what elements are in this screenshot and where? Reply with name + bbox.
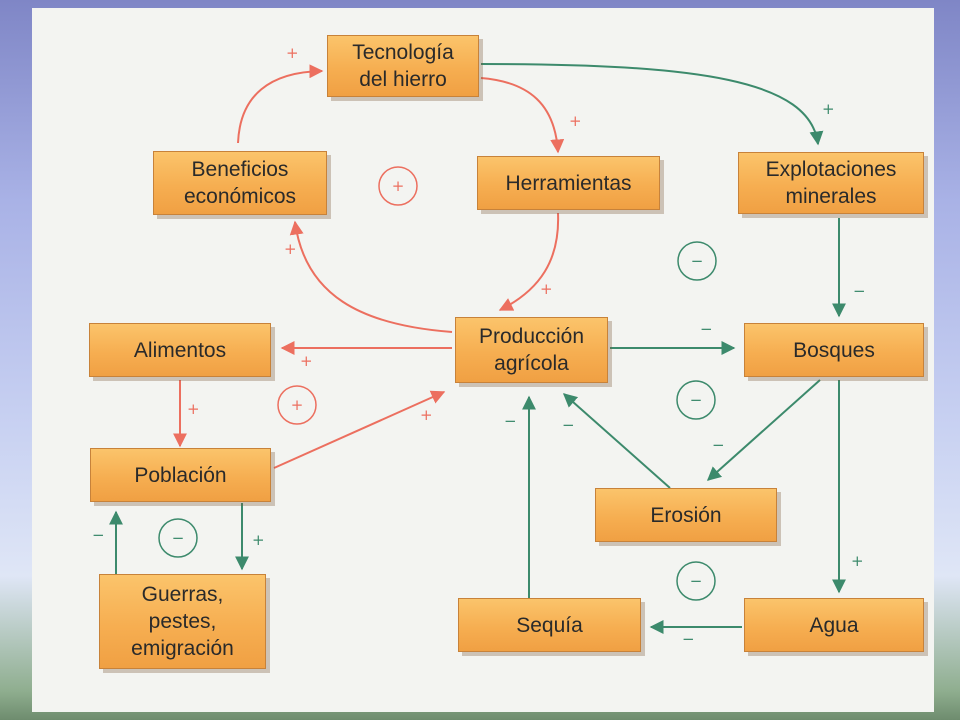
sign-produccion-beneficios: + [284, 240, 297, 258]
link-beneficios-tecnologia [237, 64, 324, 144]
link-herramientas-produccion [498, 212, 560, 311]
node-guerras-pestes-emigracion: Guerras, pestes, emigración [99, 574, 266, 669]
loop-population-sign: + [291, 396, 304, 414]
sign-herramientas-produccion: + [540, 280, 553, 298]
sign-guerras-poblacion: − [92, 526, 105, 544]
node-explotaciones-minerales: Explotaciones minerales [738, 152, 924, 214]
loop-water-sign: − [690, 572, 703, 590]
node-sequia: Sequía [458, 598, 641, 652]
loop-economic: + [378, 166, 418, 206]
node-erosion: Erosión [595, 488, 777, 542]
sign-explotaciones-bosques: − [853, 282, 866, 300]
sign-erosion-produccion: − [562, 416, 575, 434]
node-herramientas: Herramientas [477, 156, 660, 210]
node-bosques: Bosques [744, 323, 924, 377]
link-bosques-erosion [706, 379, 821, 481]
sign-poblacion-guerras: + [252, 531, 265, 549]
node-tecnologia-del-hierro: Tecnología del hierro [327, 35, 479, 97]
node-agua: Agua [744, 598, 924, 652]
loop-mining: − [677, 241, 717, 281]
loop-population: + [277, 385, 317, 425]
sign-bosques-erosion: − [712, 436, 725, 454]
sign-bosques-agua: + [851, 552, 864, 570]
node-beneficios-economicos: Beneficios económicos [153, 151, 327, 215]
sign-tecnologia-explotaciones: + [822, 100, 835, 118]
sign-tecnologia-herramientas: + [569, 112, 582, 130]
loop-erosion-sign: − [690, 391, 703, 409]
loop-erosion: − [676, 380, 716, 420]
node-produccion-agricola: Producción agrícola [455, 317, 608, 383]
sign-beneficios-tecnologia: + [286, 44, 299, 62]
sign-agua-sequia: − [682, 630, 695, 648]
sign-poblacion-produccion: + [420, 406, 433, 424]
loop-economic-sign: + [392, 177, 405, 195]
loop-mining-sign: − [691, 252, 704, 270]
link-tecnologia-explotaciones [480, 63, 824, 146]
link-poblacion-produccion [273, 390, 446, 469]
node-alimentos: Alimentos [89, 323, 271, 377]
loop-water: − [676, 561, 716, 601]
sign-alimentos-poblacion: + [187, 400, 200, 418]
sign-produccion-bosques: − [700, 320, 713, 338]
sign-sequia-produccion: − [504, 412, 517, 430]
sign-produccion-alimentos: + [300, 352, 313, 370]
loop-war-sign: − [172, 529, 185, 547]
link-erosion-produccion [562, 393, 671, 489]
loop-war: − [158, 518, 198, 558]
link-tecnologia-herramientas [480, 77, 565, 154]
link-produccion-beneficios [289, 220, 453, 333]
node-poblacion: Población [90, 448, 271, 502]
